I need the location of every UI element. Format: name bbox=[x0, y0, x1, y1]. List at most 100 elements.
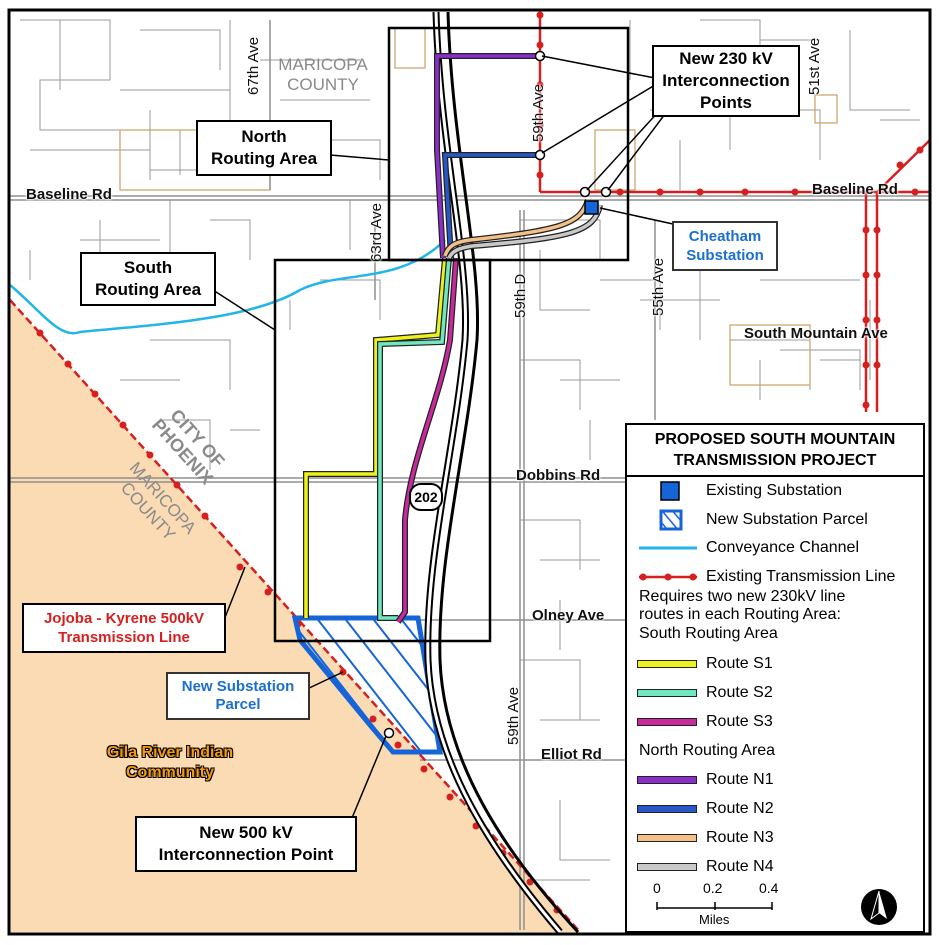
legend-route-s1: Route S1 bbox=[627, 651, 923, 677]
legend-item-conveyance-channel: Conveyance Channel bbox=[627, 535, 923, 561]
callout-500-line-1: New 500 kV bbox=[199, 823, 293, 842]
legend: PROPOSED SOUTH MOUNTAIN TRANSMISSION PRO… bbox=[625, 423, 925, 933]
existing-substation-icon bbox=[637, 478, 699, 504]
callout-cheatham-substation: Cheatham Substation bbox=[672, 221, 778, 271]
conveyance-channel bbox=[9, 239, 446, 335]
scale-bar: 0 0.2 0.4 Miles bbox=[649, 880, 789, 930]
route-n1-swatch bbox=[637, 776, 697, 784]
legend-title: PROPOSED SOUTH MOUNTAIN TRANSMISSION PRO… bbox=[627, 425, 923, 477]
south-routing-area-box bbox=[273, 258, 492, 643]
street-67th-ave: 67th Ave bbox=[245, 36, 262, 95]
callout-south-routing-area: South Routing Area bbox=[80, 252, 216, 306]
cheatham-substation-icon bbox=[584, 200, 599, 215]
legend-route-n4: Route N4 bbox=[627, 854, 923, 880]
new-substation-parcel-icon bbox=[637, 507, 699, 533]
community-line-1: Gila River Indian bbox=[106, 744, 234, 761]
callout-230-line-1: New 230 kV bbox=[679, 49, 773, 68]
north-arrow-icon bbox=[859, 887, 899, 932]
scale-unit: Miles bbox=[699, 912, 730, 927]
label-gila-river-indian-community: Gila River Indian Community bbox=[80, 743, 260, 783]
legend-north-heading: North Routing Area bbox=[639, 742, 776, 759]
callout-jojoba-line-1: Jojoba - Kyrene 500kV bbox=[43, 610, 205, 627]
legend-label: Route N3 bbox=[706, 829, 774, 846]
callout-south-line-2: Routing Area bbox=[94, 280, 202, 299]
legend-south-heading: South Routing Area bbox=[639, 625, 778, 642]
label-maricopa-county-north: MARICOPA COUNTY bbox=[262, 55, 384, 95]
street-59th-ave-north: 59th Ave bbox=[530, 83, 547, 142]
parcel-outlines bbox=[119, 27, 838, 386]
scale-tick-2: 0.4 bbox=[759, 880, 779, 896]
callout-parcel-line-1: New Substation bbox=[181, 678, 295, 695]
street-59th-d: 59th D bbox=[512, 273, 529, 318]
street-elliot-rd: Elliot Rd bbox=[541, 746, 602, 763]
interconnection-points bbox=[383, 50, 612, 739]
callout-cheatham-line-2: Substation bbox=[686, 247, 764, 264]
callout-parcel-line-2: Parcel bbox=[215, 696, 261, 713]
legend-title-line-2: TRANSMISSION PROJECT bbox=[673, 452, 877, 469]
callout-jojoba-line-2: Transmission Line bbox=[58, 629, 190, 646]
street-olney-ave: Olney Ave bbox=[532, 607, 605, 624]
street-baseline-rd-west: Baseline Rd bbox=[26, 186, 112, 203]
legend-note-line-2: routes in each Routing Area: bbox=[639, 606, 841, 623]
conveyance-channel-icon bbox=[637, 535, 699, 561]
callout-230-line-3: Points bbox=[700, 93, 752, 112]
scale-tick-1: 0.2 bbox=[703, 880, 723, 896]
legend-label: Route S3 bbox=[706, 713, 773, 730]
legend-route-s2: Route S2 bbox=[627, 680, 923, 706]
legend-label: New Substation Parcel bbox=[706, 511, 868, 528]
callout-new-230kv-interconnection-points: New 230 kV Interconnection Points bbox=[652, 45, 800, 117]
route-s2-swatch bbox=[637, 689, 697, 697]
route-s1-swatch bbox=[637, 660, 697, 668]
legend-item-new-substation-parcel: New Substation Parcel bbox=[627, 507, 923, 533]
callout-cheatham-line-1: Cheatham bbox=[688, 228, 762, 245]
legend-label: Existing Transmission Line bbox=[706, 568, 896, 585]
callout-north-line-2: Routing Area bbox=[210, 149, 318, 168]
legend-note-line-1: Requires two new 230kV line bbox=[639, 588, 846, 605]
callout-south-line-1: South bbox=[123, 258, 173, 277]
legend-label: Route S2 bbox=[706, 684, 773, 701]
callout-new-substation-parcel: New Substation Parcel bbox=[166, 672, 310, 720]
highway-202-shield: 202 bbox=[409, 483, 443, 511]
legend-item-existing-substation: Existing Substation bbox=[627, 478, 923, 504]
street-59th-ave-south: 59th Ave bbox=[505, 686, 522, 745]
legend-label: Existing Substation bbox=[706, 482, 843, 499]
neighborhood-streets bbox=[20, 19, 920, 881]
street-51st-ave: 51st Ave bbox=[806, 37, 823, 95]
transmission-line-icon bbox=[637, 564, 699, 590]
street-south-mountain-ave: South Mountain Ave bbox=[744, 325, 888, 342]
legend-route-n2: Route N2 bbox=[627, 796, 923, 822]
legend-label: Route S1 bbox=[706, 655, 773, 672]
major-roads bbox=[10, 20, 930, 930]
legend-label: Route N2 bbox=[706, 800, 774, 817]
street-63rd-ave: 63rd Ave bbox=[368, 203, 385, 262]
legend-note: Requires two new 230kV line routes in ea… bbox=[639, 588, 845, 624]
community-line-2: Community bbox=[126, 764, 214, 781]
legend-route-s3: Route S3 bbox=[627, 709, 923, 735]
callout-north-line-1: North bbox=[241, 127, 287, 146]
callout-230-line-2: Interconnection bbox=[662, 71, 790, 90]
street-55th-ave: 55th Ave bbox=[650, 257, 667, 316]
street-baseline-rd-east: Baseline Rd bbox=[812, 181, 898, 198]
maricopa-line-1: MARICOPA bbox=[278, 55, 368, 74]
route-s3-swatch bbox=[637, 718, 697, 726]
legend-label: Route N1 bbox=[706, 771, 774, 788]
proposed-routes bbox=[303, 53, 603, 624]
legend-route-n3: Route N3 bbox=[627, 825, 923, 851]
route-n2-swatch bbox=[637, 805, 697, 813]
route-n3-swatch bbox=[637, 834, 697, 842]
street-dobbins-rd: Dobbins Rd bbox=[516, 467, 601, 484]
legend-route-n1: Route N1 bbox=[627, 767, 923, 793]
legend-label: Route N4 bbox=[706, 858, 774, 875]
scale-bar-line bbox=[656, 902, 773, 910]
callout-jojoba-kyrene-line: Jojoba - Kyrene 500kV Transmission Line bbox=[22, 603, 226, 653]
callout-new-500kv-interconnection-point: New 500 kV Interconnection Point bbox=[135, 816, 357, 872]
callout-500-line-2: Interconnection Point bbox=[158, 845, 334, 864]
callout-north-routing-area: North Routing Area bbox=[196, 120, 332, 176]
legend-label: Conveyance Channel bbox=[706, 539, 859, 556]
maricopa-line-2: COUNTY bbox=[287, 75, 359, 94]
legend-item-transmission-line: Existing Transmission Line bbox=[627, 564, 923, 590]
legend-title-line-1: PROPOSED SOUTH MOUNTAIN bbox=[654, 431, 896, 448]
scale-tick-0: 0 bbox=[653, 880, 661, 896]
route-n4-swatch bbox=[637, 863, 697, 871]
